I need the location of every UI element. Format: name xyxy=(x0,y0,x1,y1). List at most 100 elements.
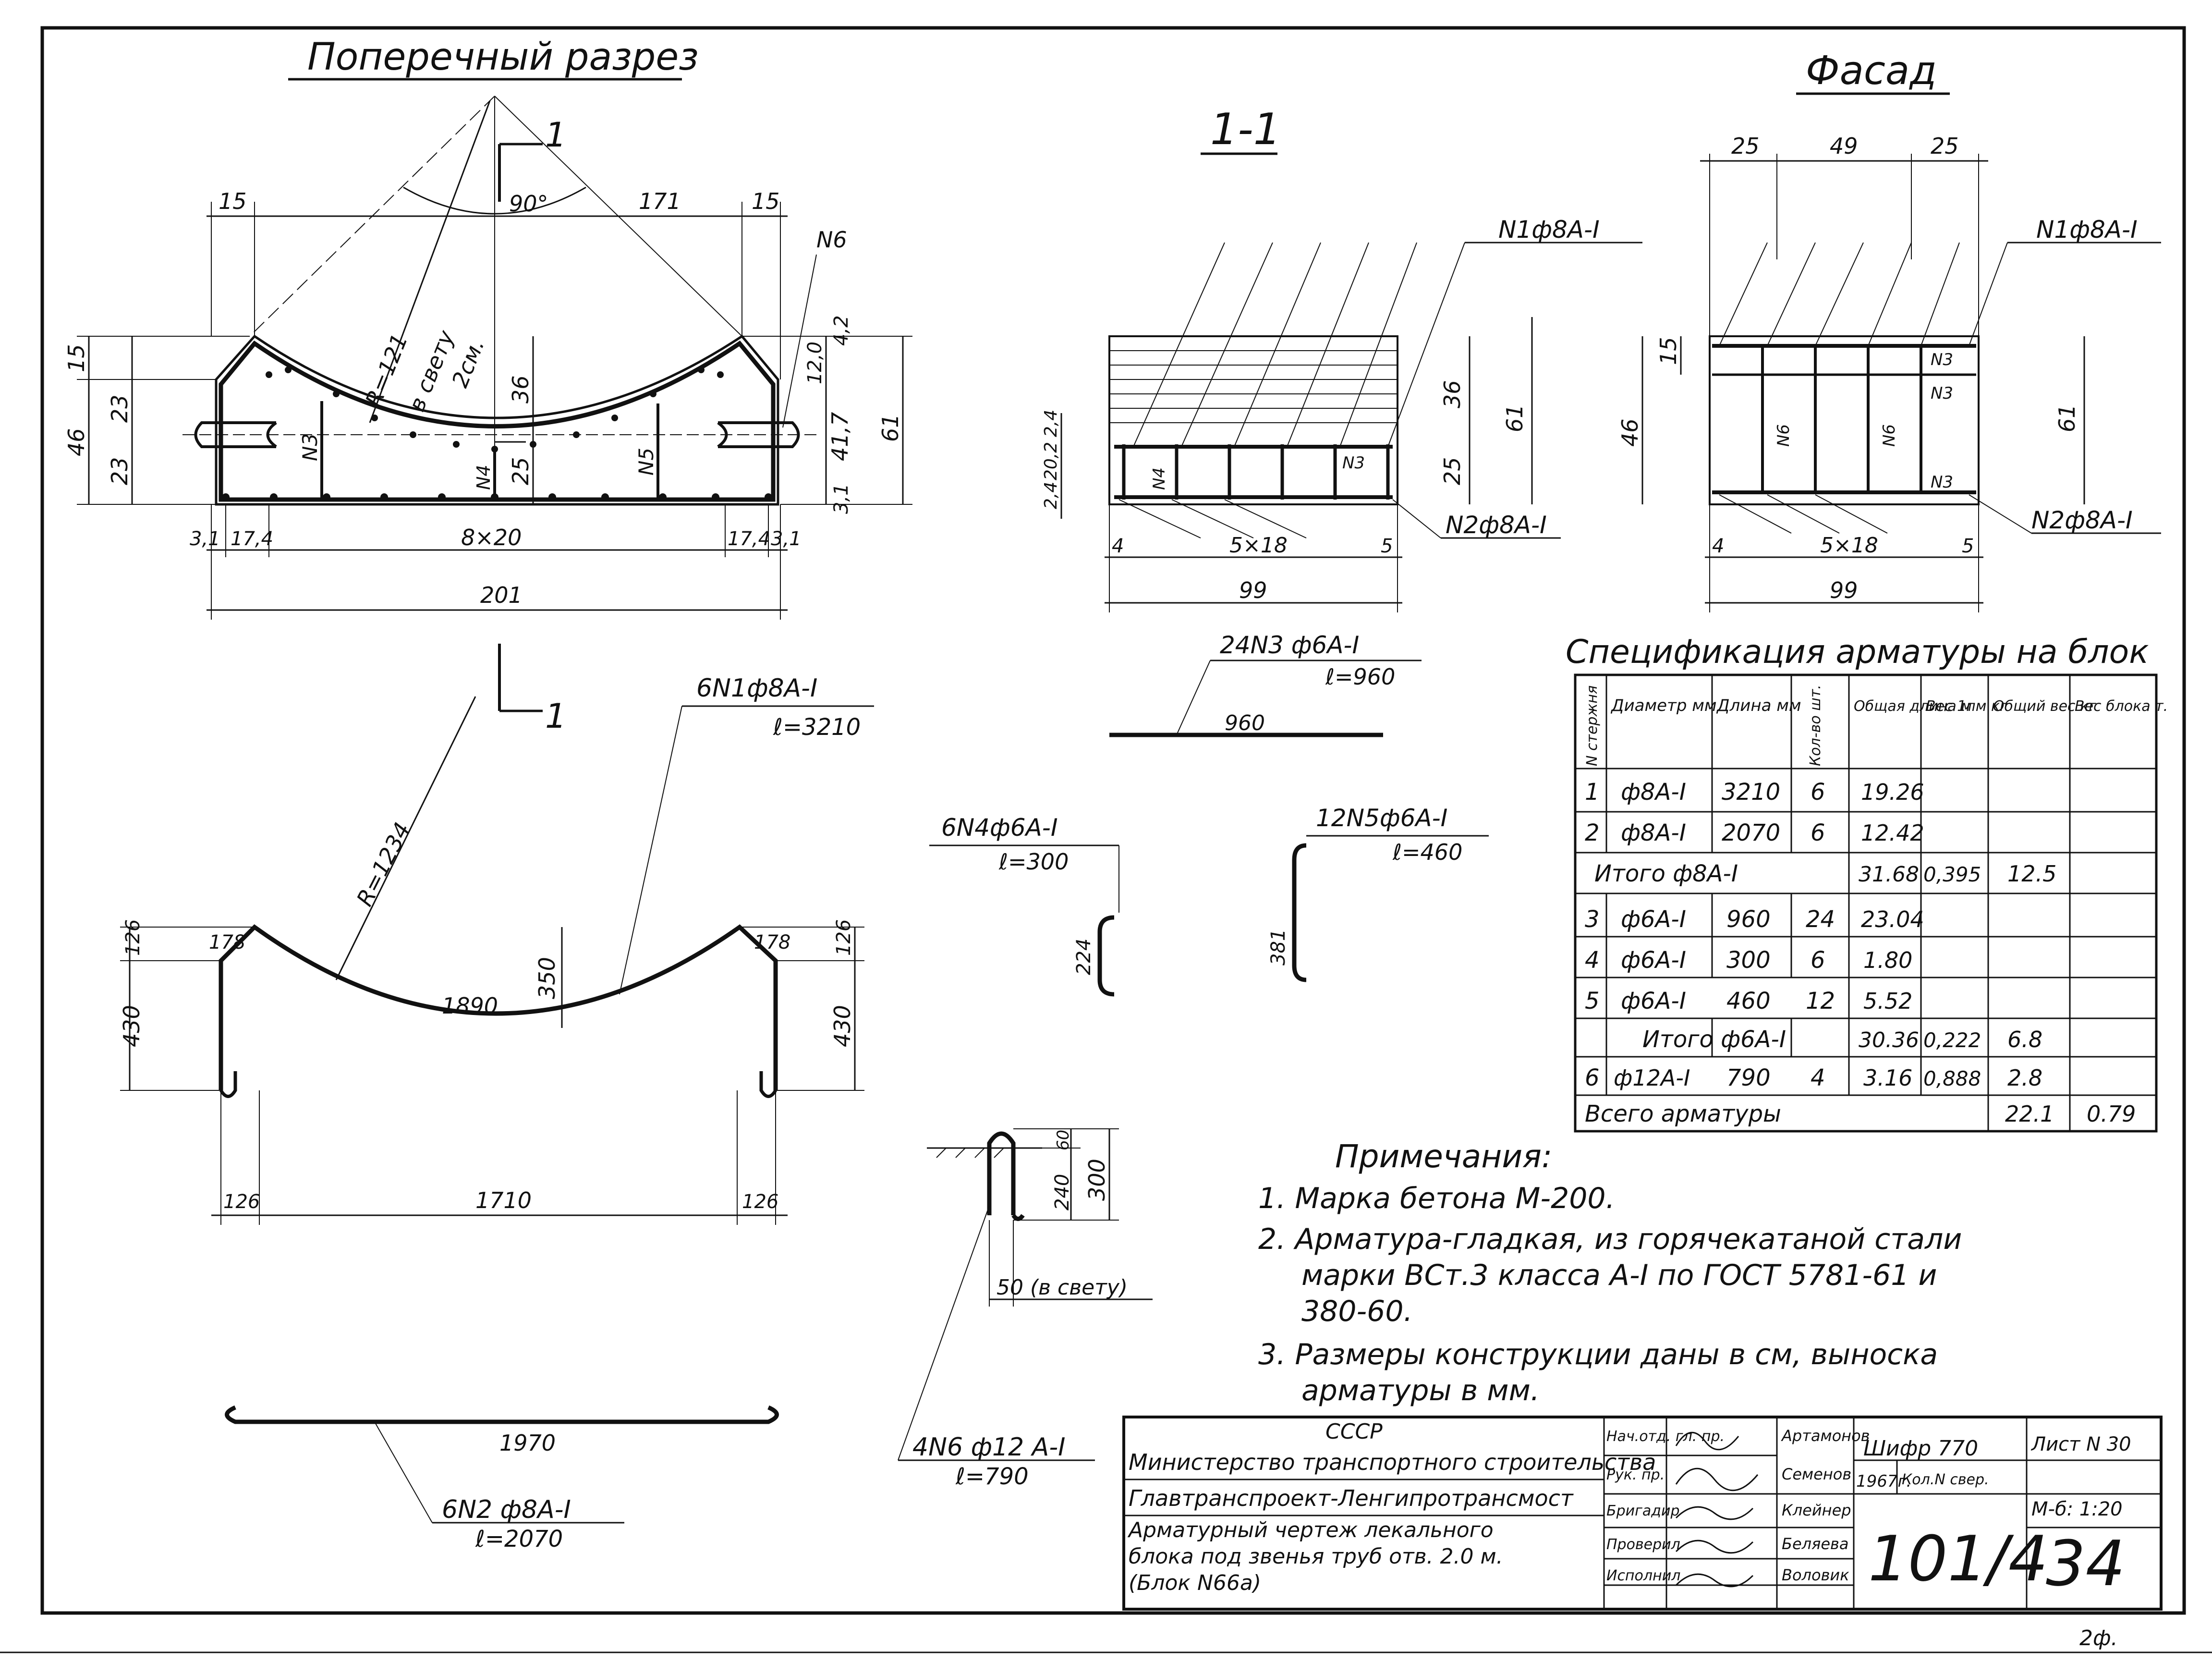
spec-r3-w1: 0,395 xyxy=(1923,863,1981,886)
bar-n1-radius: R=1234 xyxy=(352,818,415,910)
bar-n1-length: ℓ=3210 xyxy=(773,714,861,741)
label-n5: N5 xyxy=(634,448,658,476)
note-1: 1. Марка бетона М-200. xyxy=(1258,1182,1615,1215)
bar-n5-length: ℓ=460 xyxy=(1392,839,1462,865)
n6-text-300: 300 xyxy=(1084,1159,1110,1201)
spec-header-tw: Общий вес кг xyxy=(1993,698,2096,715)
spec-r2-t: 12.42 xyxy=(1861,820,1924,846)
title-block: СССР Министерство транспортного строител… xyxy=(1122,1416,2163,1611)
bar-n1-text-126-br: 126 xyxy=(742,1191,778,1213)
spec-r5-q: 6 xyxy=(1811,947,1825,974)
n6-text-240: 240 xyxy=(1051,1174,1073,1210)
spec-header-w1: Вес 1пм кг xyxy=(1926,698,2007,715)
bar-n5-detail: 12N5ф6А-I ℓ=460 381 xyxy=(1267,804,1489,982)
tb-number2: 34 xyxy=(2046,1527,2125,1600)
spec-r9-tw: 22.1 xyxy=(2005,1101,2054,1127)
tb-ussr: СССР xyxy=(1325,1419,1383,1444)
tb-desc-3: (Блок N66а) xyxy=(1129,1571,1261,1595)
bar-n1-text-1890: 1890 xyxy=(442,993,498,1019)
section-dim-36: 36 xyxy=(1439,380,1465,408)
facade-dim-4: 4 xyxy=(1712,535,1724,557)
dim-15-right: 15 xyxy=(752,188,780,214)
spec-r1-t: 19.26 xyxy=(1861,779,1924,805)
section-title: 1-1 xyxy=(1210,104,1281,155)
facade-dim-49: 49 xyxy=(1830,133,1858,159)
spec-r4-q: 24 xyxy=(1806,906,1835,933)
spec-r5-l: 300 xyxy=(1726,947,1771,974)
section-1-1-view: 1-1 N1ф8А-I N2ф8А-I N4 N3 36 61 25 2,4 xyxy=(1041,104,1642,737)
title-block-border xyxy=(1122,1416,2163,1611)
label-n2-section: N2ф8А-I xyxy=(1446,511,1547,539)
bar-n1-shape xyxy=(219,924,778,1090)
facade-label-n3-b: N3 xyxy=(1931,384,1953,403)
facade-verticals xyxy=(1761,346,1922,492)
spec-r7-w1: 0,222 xyxy=(1923,1028,1981,1052)
bar-n1-text-126-bl: 126 xyxy=(223,1191,260,1213)
section-dim-5x18: 5×18 xyxy=(1229,533,1288,558)
spec-r1-d: ф8А-I xyxy=(1621,779,1686,806)
block-outline xyxy=(215,334,779,506)
dim-201: 201 xyxy=(480,582,523,608)
n3-leader xyxy=(1176,660,1211,735)
section-dim-99: 99 xyxy=(1239,577,1267,603)
bar-n1-text-430-l: 430 xyxy=(119,1005,145,1047)
tb-kol: Кол.N свер. xyxy=(1902,1471,1989,1488)
dim-36: 36 xyxy=(508,375,534,403)
dim-4-2: 4,2 xyxy=(830,315,852,346)
spec-r8-n: 6 xyxy=(1585,1064,1600,1091)
spec-r6-d: ф6А-I xyxy=(1621,988,1686,1014)
bar-n4-label: 6N4ф6А-I xyxy=(941,814,1058,842)
note-2: 2. Арматура-гладкая, из горячекатаной ст… xyxy=(1258,1222,1962,1256)
spec-r6-l: 460 xyxy=(1726,988,1771,1014)
dim-41-7: 41,7 xyxy=(827,412,853,461)
bar-n1-hooks xyxy=(219,1071,778,1098)
facade-label-n1: N1ф8А-I xyxy=(2036,216,2138,244)
spec-header-bw: Вес блока т. xyxy=(2075,698,2168,715)
section-leaders xyxy=(1118,242,1465,538)
spec-r5-n: 4 xyxy=(1585,947,1600,974)
spec-border xyxy=(1574,673,2158,1133)
bar-n6-label: 4N6 ф12 А-I xyxy=(912,1433,1065,1462)
bar-n5-label: 12N5ф6А-I xyxy=(1316,804,1447,832)
section-dim-20-2: 20,2 xyxy=(1041,442,1061,480)
spec-header-n: N стержня xyxy=(1584,685,1601,766)
label-n1-section: N1ф8А-I xyxy=(1498,216,1600,244)
spec-header-tlen: Общая длина м xyxy=(1854,698,1972,715)
facade-dim-61: 61 xyxy=(2054,404,2080,432)
dim-15-v: 15 xyxy=(63,344,89,372)
facade-dim-25-r: 25 xyxy=(1931,133,1959,159)
label-n4-section: N4 xyxy=(1150,467,1169,490)
dim-17-4-r: 17,4 xyxy=(728,528,770,550)
spec-r1-l: 3210 xyxy=(1722,779,1780,806)
spec-header-diam: Диаметр мм xyxy=(1610,696,1717,715)
leader-n6 xyxy=(782,254,817,428)
spec-r2-q: 6 xyxy=(1811,819,1825,846)
bar-n1-text-178-r: 178 xyxy=(754,931,790,953)
bar-n2-label: 6N2 ф8А-I xyxy=(442,1495,571,1524)
spec-r7-t: 30.36 xyxy=(1859,1028,1919,1052)
spec-r1-q: 6 xyxy=(1811,779,1825,806)
bar-n5-shape xyxy=(1292,843,1307,982)
n6-ground-hatch xyxy=(936,1148,1004,1158)
spec-r2-d: ф8А-I xyxy=(1621,819,1686,846)
spec-r8-w1: 0,888 xyxy=(1923,1067,1981,1090)
facade-dim-99: 99 xyxy=(1830,577,1858,603)
cut-label-bottom: 1 xyxy=(545,697,567,736)
bar-n1-text-1710: 1710 xyxy=(475,1187,532,1213)
dim-8x20: 8×20 xyxy=(461,525,522,550)
dim-171: 171 xyxy=(639,188,681,214)
angle-label: 90° xyxy=(509,191,548,217)
tb-org: Главтранспроект-Ленгипротрансмост xyxy=(1129,1485,1574,1511)
bar-n1-text-350: 350 xyxy=(534,957,560,999)
dim-17-4-l: 17,4 xyxy=(231,528,273,550)
label-n3: N3 xyxy=(298,433,322,461)
spec-r6-q: 12 xyxy=(1806,988,1835,1014)
title-block-grid xyxy=(1124,1417,2161,1609)
bar-n1-label: 6N1ф8А-I xyxy=(696,674,817,703)
n6-loop-shape xyxy=(987,1131,1025,1221)
bar-n1-detail: 6N1ф8А-I ℓ=3210 R=1234 350 1890 178 178 … xyxy=(119,674,874,1225)
facade-dim-5: 5 xyxy=(1962,535,1974,557)
bar-n2-length: ℓ=2070 xyxy=(475,1526,563,1552)
bar-n1-radius-line xyxy=(335,696,476,980)
tb-number: 101/4 xyxy=(1868,1522,2048,1595)
